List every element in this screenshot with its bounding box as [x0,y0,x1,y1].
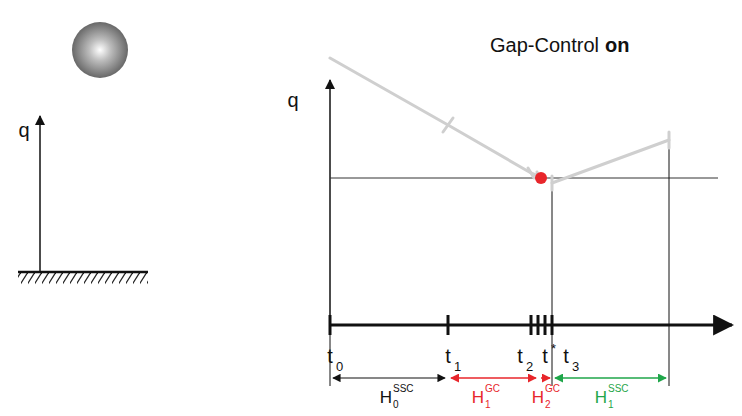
horizon-superscript: GC [485,384,500,394]
guide-line [552,184,553,386]
horizon-bracket [451,377,536,379]
horizon-bracket [541,377,550,379]
horizon-label: H [380,389,392,406]
trajectory [330,58,669,190]
ball [72,22,128,78]
q-axis [39,116,41,272]
horizon-subscript: 1 [608,400,614,410]
plot-title: on [605,35,629,55]
time-subscript: 2 [526,360,533,373]
horizon-superscript: SSC [393,384,414,394]
horizon-subscript: 0 [393,400,399,410]
time-label: t [445,346,451,366]
time-label: t [327,346,333,366]
reference-line [330,178,718,179]
contact-point [535,172,547,184]
horizon-bracket [333,377,445,378]
axis-label: q [18,120,29,140]
time-subscript: 0 [336,360,343,373]
q-axis [329,80,331,326]
horizon-subscript: 2 [545,400,551,410]
horizon-label: H [472,389,484,406]
time-superscript: * [551,342,556,355]
time-subscript: 3 [572,360,579,373]
horizon-label: H [532,389,544,406]
horizon-label: H [595,389,607,406]
time-subscript: 1 [454,360,461,373]
time-label: t [563,346,569,366]
time-label: t [517,346,523,366]
horizon-superscript: SSC [608,384,629,394]
guide-line [669,148,670,386]
time-ticks [330,315,552,335]
plot-title: Gap-Control [490,35,599,55]
ground-hatching [18,273,148,287]
time-label: t [542,346,548,366]
ground [18,271,148,274]
axis-label: q [287,90,298,110]
horizon-superscript: GC [545,384,560,394]
horizon-bracket [555,377,666,379]
horizon-subscript: 1 [485,400,491,410]
